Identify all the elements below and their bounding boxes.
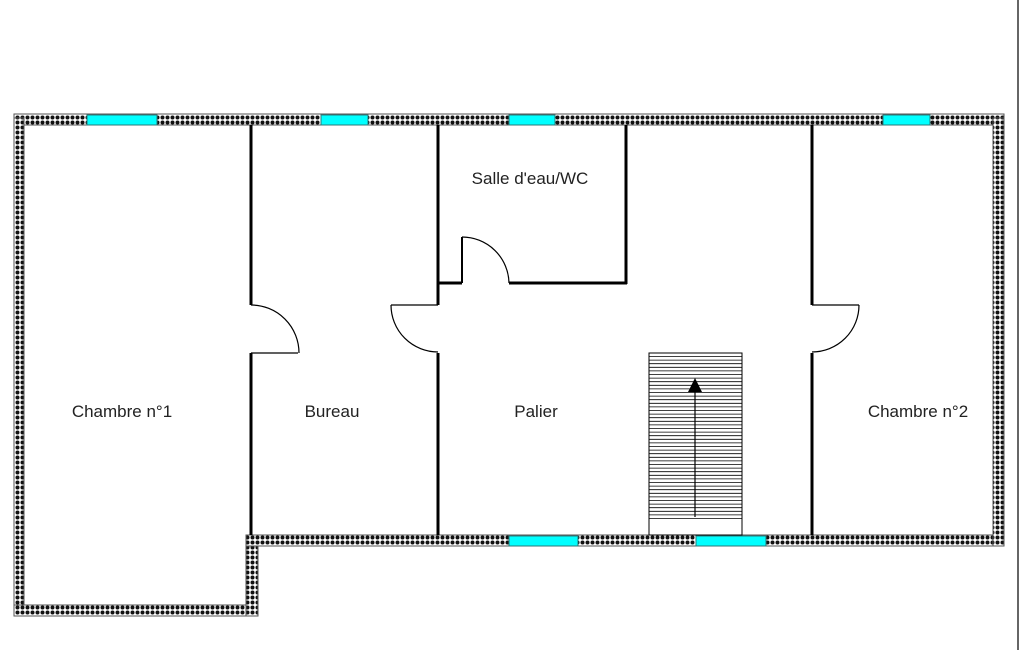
room-label-salle-eau: Salle d'eau/WC [472, 169, 589, 188]
door-chambre2 [811, 304, 860, 353]
doors [250, 236, 860, 354]
window [320, 114, 369, 126]
room-label-palier: Palier [514, 402, 558, 421]
interior-walls [249, 125, 814, 535]
window [508, 114, 556, 126]
window [86, 114, 158, 126]
room-label-chambre-1: Chambre n°1 [72, 402, 172, 421]
door-bureau [250, 304, 300, 354]
windows [86, 114, 931, 547]
room-label-chambre-2: Chambre n°2 [868, 402, 968, 421]
room-label-bureau: Bureau [305, 402, 360, 421]
window [882, 114, 931, 126]
window [695, 535, 767, 547]
door-palier [390, 304, 439, 353]
stairs-arrow-icon [688, 378, 702, 517]
window [508, 535, 579, 547]
door-salle-eau [461, 236, 510, 284]
